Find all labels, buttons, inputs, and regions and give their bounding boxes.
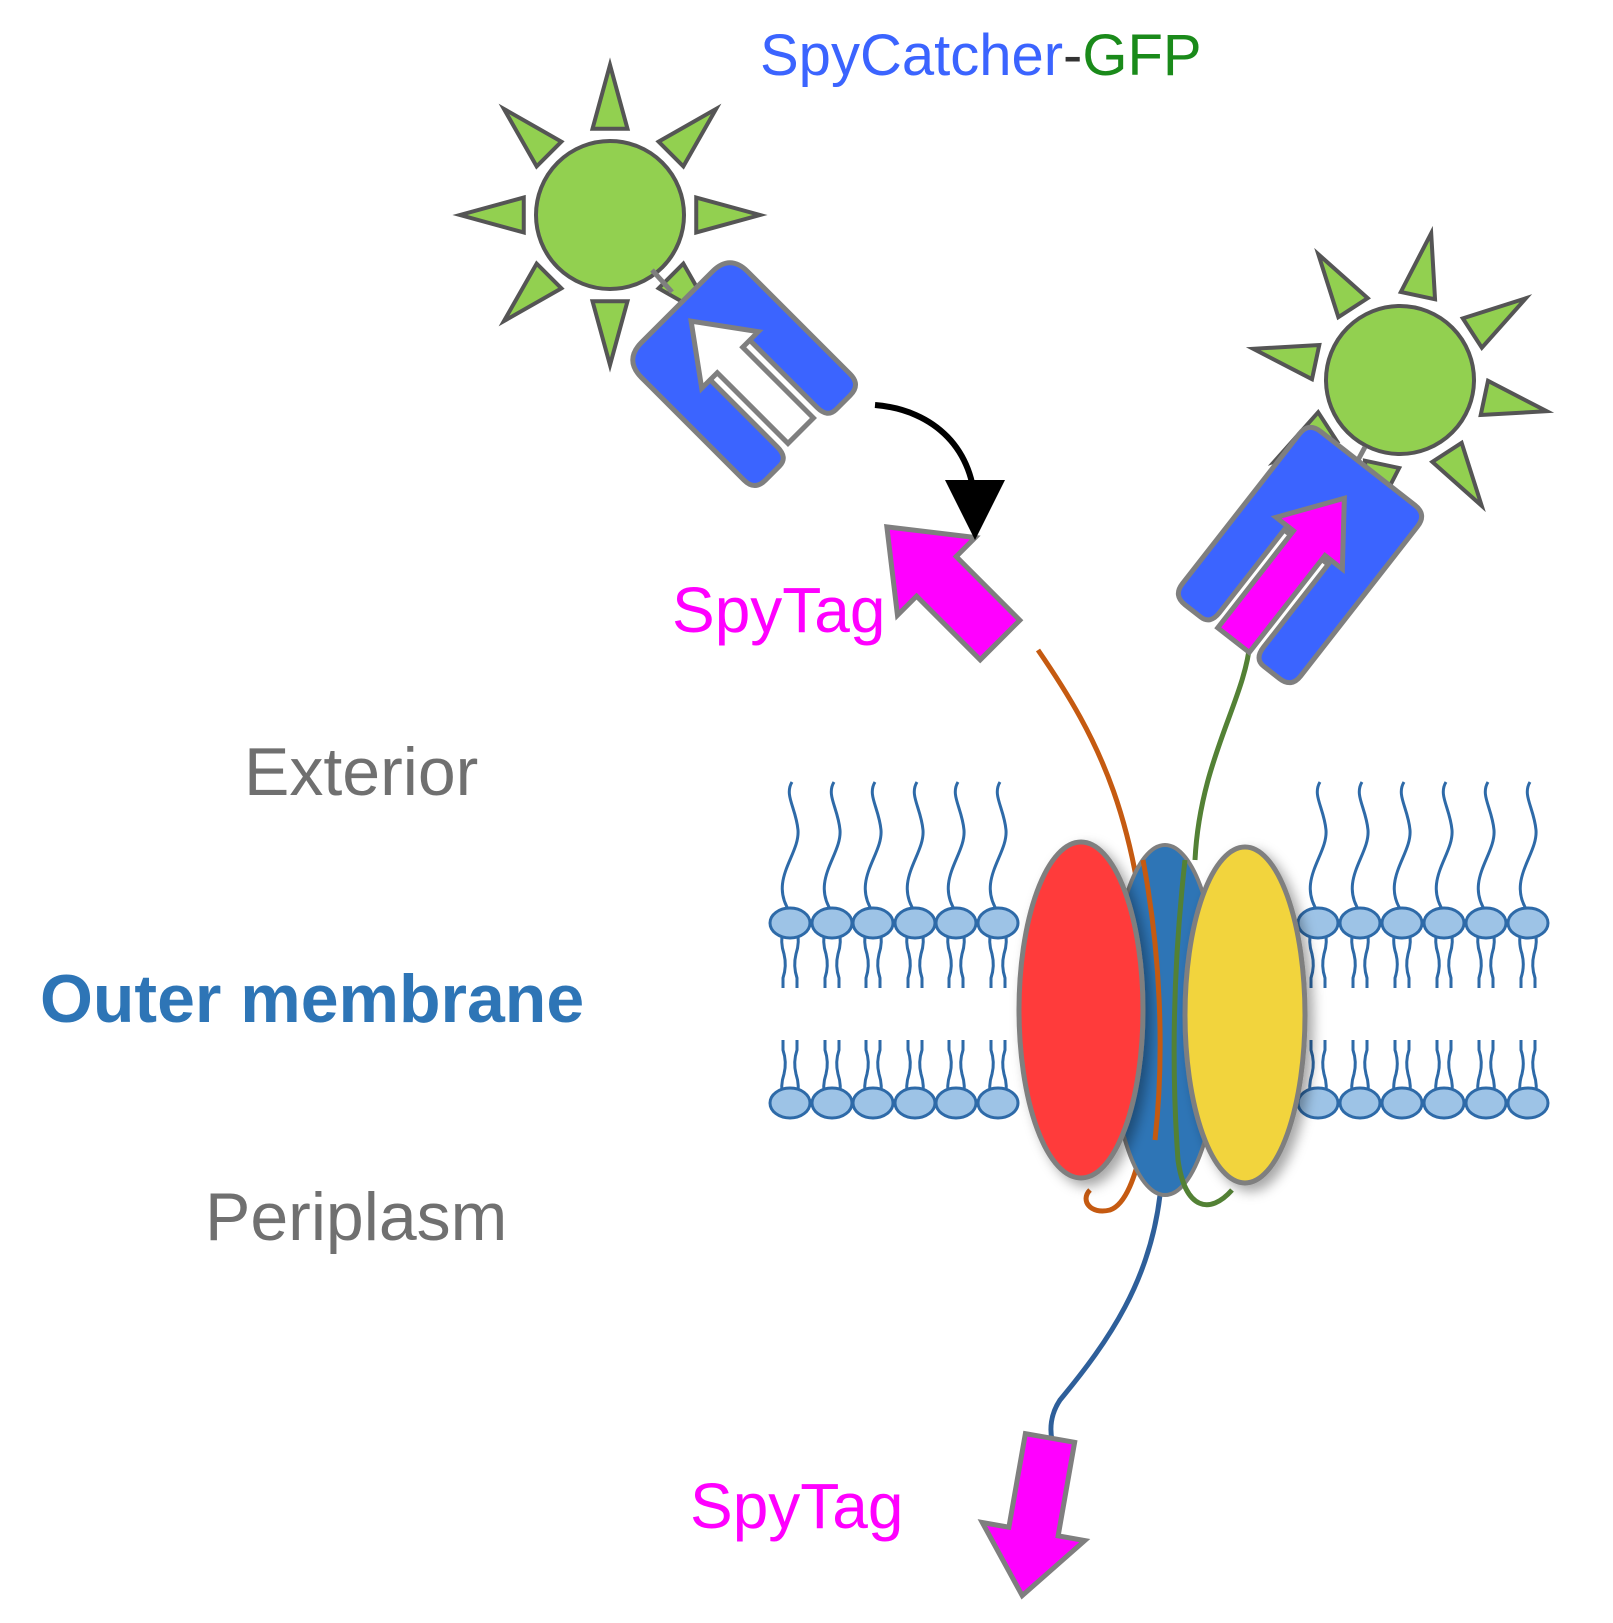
outer-membrane-label: Outer membrane [40,961,584,1037]
sun-ray [1314,247,1371,321]
gfp-linker [650,268,674,294]
sun-ray [1459,294,1533,351]
lipid [851,781,895,1120]
bound-spycatcher-gfp [1175,225,1555,686]
orange-linker-front [1140,859,1163,1141]
spycatcher-clamp [1175,424,1425,686]
lipid [1506,781,1550,1120]
spytag-arrow-icon [884,524,1024,664]
gfp-body [1324,304,1476,456]
sun-ray [498,103,565,170]
lipid [1338,781,1382,1120]
lipid [976,781,1020,1120]
green-linker [1192,641,1253,861]
lipid [893,781,937,1120]
spytag-bound-arrow [1214,494,1347,656]
sun-ray [589,57,631,131]
protein-red-subunit [1016,839,1146,1181]
exterior-label: Exterior [244,734,478,810]
green-linker-middle [1171,859,1234,1208]
title-spycatcher: SpyCatcher [760,23,1063,88]
lipid [1422,781,1466,1120]
sun-ray [498,260,565,327]
diagram-title: SpyCatcher-GFP [760,23,1202,88]
spytag-arrow-exterior [884,524,1024,664]
u-clamp-icon [1175,424,1425,686]
spycatcher-pocket-arrow [688,318,817,447]
sun-icon [452,57,768,373]
lipid-bilayer-left [768,781,1020,1120]
sun-ray [694,194,768,236]
protein-yellow-subunit [1182,844,1308,1186]
lipid [934,781,978,1120]
spytag-arrow-periplasm [977,1430,1091,1600]
sun-ray [1397,225,1438,302]
sun-ray [589,299,631,373]
lipid [810,781,854,1120]
lipid [768,781,812,1120]
blue-linker [1048,1194,1163,1441]
gfp-linker [1355,445,1368,462]
u-clamp-icon [630,260,858,488]
curved-arrow-icon [874,402,1005,540]
sun-icon [1245,225,1555,535]
lipid [1296,781,1340,1120]
lipid [1464,781,1508,1120]
free-spycatcher-gfp [452,57,858,488]
title-gfp: GFP [1082,23,1201,88]
gfp-body [534,139,686,291]
periplasm-label: Periplasm [205,1179,507,1255]
sun-ray [1478,377,1555,418]
sun-ray [452,194,526,236]
spytag-top-label: SpyTag [672,574,885,646]
sun-ray [1429,439,1486,513]
sun-ray [1245,342,1322,383]
membrane-protein-complex [1016,839,1308,1208]
title-dash: - [1063,23,1082,88]
sun-ray [655,103,722,170]
spytag-arrow-icon [977,1430,1091,1600]
spytag-bottom-label: SpyTag [690,1470,903,1542]
lipid [1380,781,1424,1120]
lipid-bilayer-right [1296,781,1550,1120]
